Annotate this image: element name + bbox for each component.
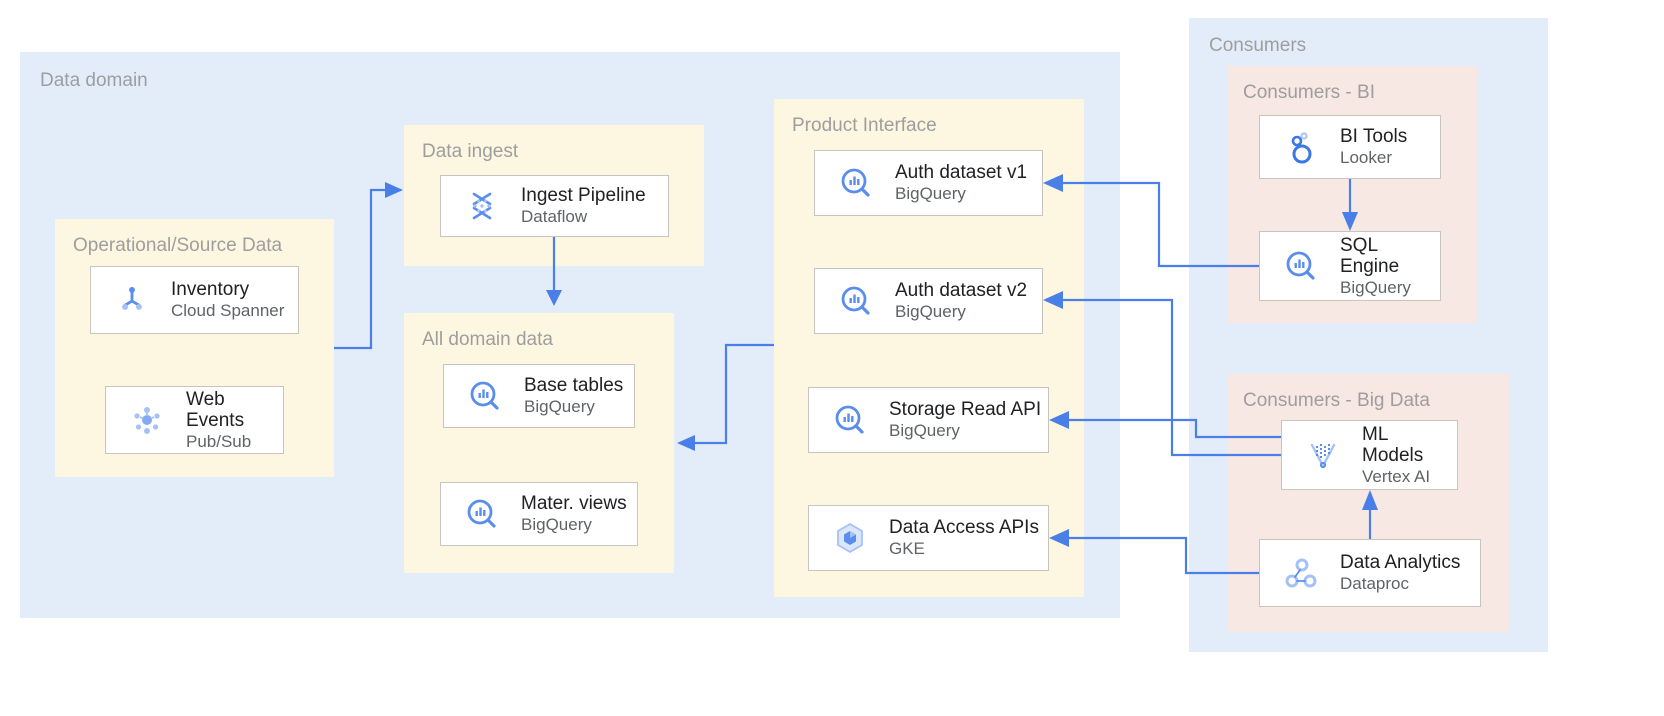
node-inventory-title: Inventory bbox=[171, 279, 250, 301]
node-ingest-pipeline-subtitle: Dataflow bbox=[521, 207, 588, 227]
node-storage-read-api-title: Storage Read API bbox=[889, 399, 1042, 421]
node-ml-models-subtitle: Vertex AI bbox=[1362, 466, 1431, 486]
node-mater-views-title: Mater. views bbox=[521, 493, 627, 515]
zone-product-interface-label: Product Interface bbox=[792, 115, 937, 136]
node-auth-dataset-v2-subtitle: BigQuery bbox=[895, 302, 966, 322]
gke-icon bbox=[823, 511, 877, 565]
node-ml-models-text: ML Models Vertex AI bbox=[1362, 424, 1430, 487]
cloud-spanner-icon bbox=[105, 273, 159, 327]
node-data-access-apis-subtitle: GKE bbox=[889, 539, 925, 559]
node-web-events-text: Web Events Pub/Sub bbox=[186, 389, 251, 452]
zone-consumers-bi-label: Consumers - BI bbox=[1243, 82, 1375, 103]
node-inventory[interactable]: Inventory Cloud Spanner bbox=[90, 266, 299, 334]
node-mater-views-text: Mater. views BigQuery bbox=[521, 493, 627, 534]
node-bi-tools-subtitle: Looker bbox=[1340, 148, 1392, 168]
node-inventory-subtitle: Cloud Spanner bbox=[171, 301, 285, 321]
bigquery-icon bbox=[1274, 239, 1328, 293]
node-web-events[interactable]: Web Events Pub/Sub bbox=[105, 386, 284, 454]
node-mater-views-subtitle: BigQuery bbox=[521, 515, 592, 535]
bigquery-icon bbox=[829, 274, 883, 328]
zone-data-ingest-label: Data ingest bbox=[422, 141, 519, 162]
node-data-analytics-subtitle: Dataproc bbox=[1340, 574, 1409, 594]
bigquery-icon bbox=[823, 393, 877, 447]
zone-operational-source-data-label: Operational/Source Data bbox=[73, 235, 283, 256]
node-data-access-apis-title: Data Access APIs bbox=[889, 517, 1039, 539]
node-sql-engine[interactable]: SQL Engine BigQuery bbox=[1259, 231, 1441, 301]
node-auth-dataset-v2-text: Auth dataset v2 BigQuery bbox=[895, 280, 1027, 321]
looker-icon bbox=[1274, 120, 1328, 174]
node-auth-dataset-v1-subtitle: BigQuery bbox=[895, 184, 966, 204]
node-sql-engine-subtitle: BigQuery bbox=[1340, 277, 1411, 297]
node-data-access-apis[interactable]: Data Access APIs GKE bbox=[808, 505, 1049, 571]
node-bi-tools-text: BI Tools Looker bbox=[1340, 126, 1407, 167]
node-base-tables-title: Base tables bbox=[524, 375, 624, 397]
node-sql-engine-title-line1: SQL bbox=[1340, 234, 1379, 256]
node-sql-engine-title-line2: Engine bbox=[1340, 256, 1400, 278]
zone-consumers-label: Consumers bbox=[1209, 35, 1307, 56]
node-bi-tools[interactable]: BI Tools Looker bbox=[1259, 115, 1441, 179]
bigquery-icon bbox=[829, 156, 883, 210]
bigquery-icon bbox=[455, 487, 509, 541]
node-data-analytics-title: Data Analytics bbox=[1340, 552, 1461, 574]
node-sql-engine-text: SQL Engine BigQuery bbox=[1340, 235, 1411, 298]
node-storage-read-api[interactable]: Storage Read API BigQuery bbox=[808, 387, 1049, 453]
dataproc-icon bbox=[1274, 546, 1328, 600]
node-data-analytics[interactable]: Data Analytics Dataproc bbox=[1259, 539, 1481, 607]
node-base-tables[interactable]: Base tables BigQuery bbox=[443, 364, 635, 428]
node-inventory-text: Inventory Cloud Spanner bbox=[171, 279, 284, 320]
node-auth-dataset-v1-text: Auth dataset v1 BigQuery bbox=[895, 162, 1027, 203]
node-storage-read-api-text: Storage Read API BigQuery bbox=[889, 399, 1041, 440]
node-data-access-apis-text: Data Access APIs GKE bbox=[889, 517, 1039, 558]
bigquery-icon bbox=[458, 369, 512, 423]
node-ml-models-title-line1: ML bbox=[1362, 423, 1389, 445]
node-web-events-title-line1: Web bbox=[186, 388, 225, 410]
node-web-events-subtitle: Pub/Sub bbox=[186, 431, 252, 451]
node-web-events-title-line2: Events bbox=[186, 410, 245, 432]
node-ml-models[interactable]: ML Models Vertex AI bbox=[1281, 420, 1458, 490]
node-ingest-pipeline[interactable]: Ingest Pipeline Dataflow bbox=[440, 175, 669, 237]
vertex-ai-icon bbox=[1296, 428, 1350, 482]
dataflow-icon bbox=[455, 179, 509, 233]
pubsub-icon bbox=[120, 393, 174, 447]
node-storage-read-api-subtitle: BigQuery bbox=[889, 421, 960, 441]
node-base-tables-text: Base tables BigQuery bbox=[524, 375, 623, 416]
node-base-tables-subtitle: BigQuery bbox=[524, 397, 595, 417]
node-data-analytics-text: Data Analytics Dataproc bbox=[1340, 552, 1460, 593]
node-bi-tools-title: BI Tools bbox=[1340, 126, 1408, 148]
zone-all-domain-data-label: All domain data bbox=[422, 329, 553, 350]
node-ml-models-title-line2: Models bbox=[1362, 445, 1424, 467]
node-auth-dataset-v1-title: Auth dataset v1 bbox=[895, 162, 1028, 184]
zone-data-domain-label: Data domain bbox=[40, 70, 148, 91]
node-mater-views[interactable]: Mater. views BigQuery bbox=[440, 482, 638, 546]
node-ingest-pipeline-title: Ingest Pipeline bbox=[521, 185, 646, 207]
node-auth-dataset-v2[interactable]: Auth dataset v2 BigQuery bbox=[814, 268, 1043, 334]
zone-consumers-big-data-label: Consumers - Big Data bbox=[1243, 390, 1430, 411]
node-auth-dataset-v1[interactable]: Auth dataset v1 BigQuery bbox=[814, 150, 1043, 216]
node-ingest-pipeline-text: Ingest Pipeline Dataflow bbox=[521, 185, 646, 226]
node-auth-dataset-v2-title: Auth dataset v2 bbox=[895, 280, 1028, 302]
